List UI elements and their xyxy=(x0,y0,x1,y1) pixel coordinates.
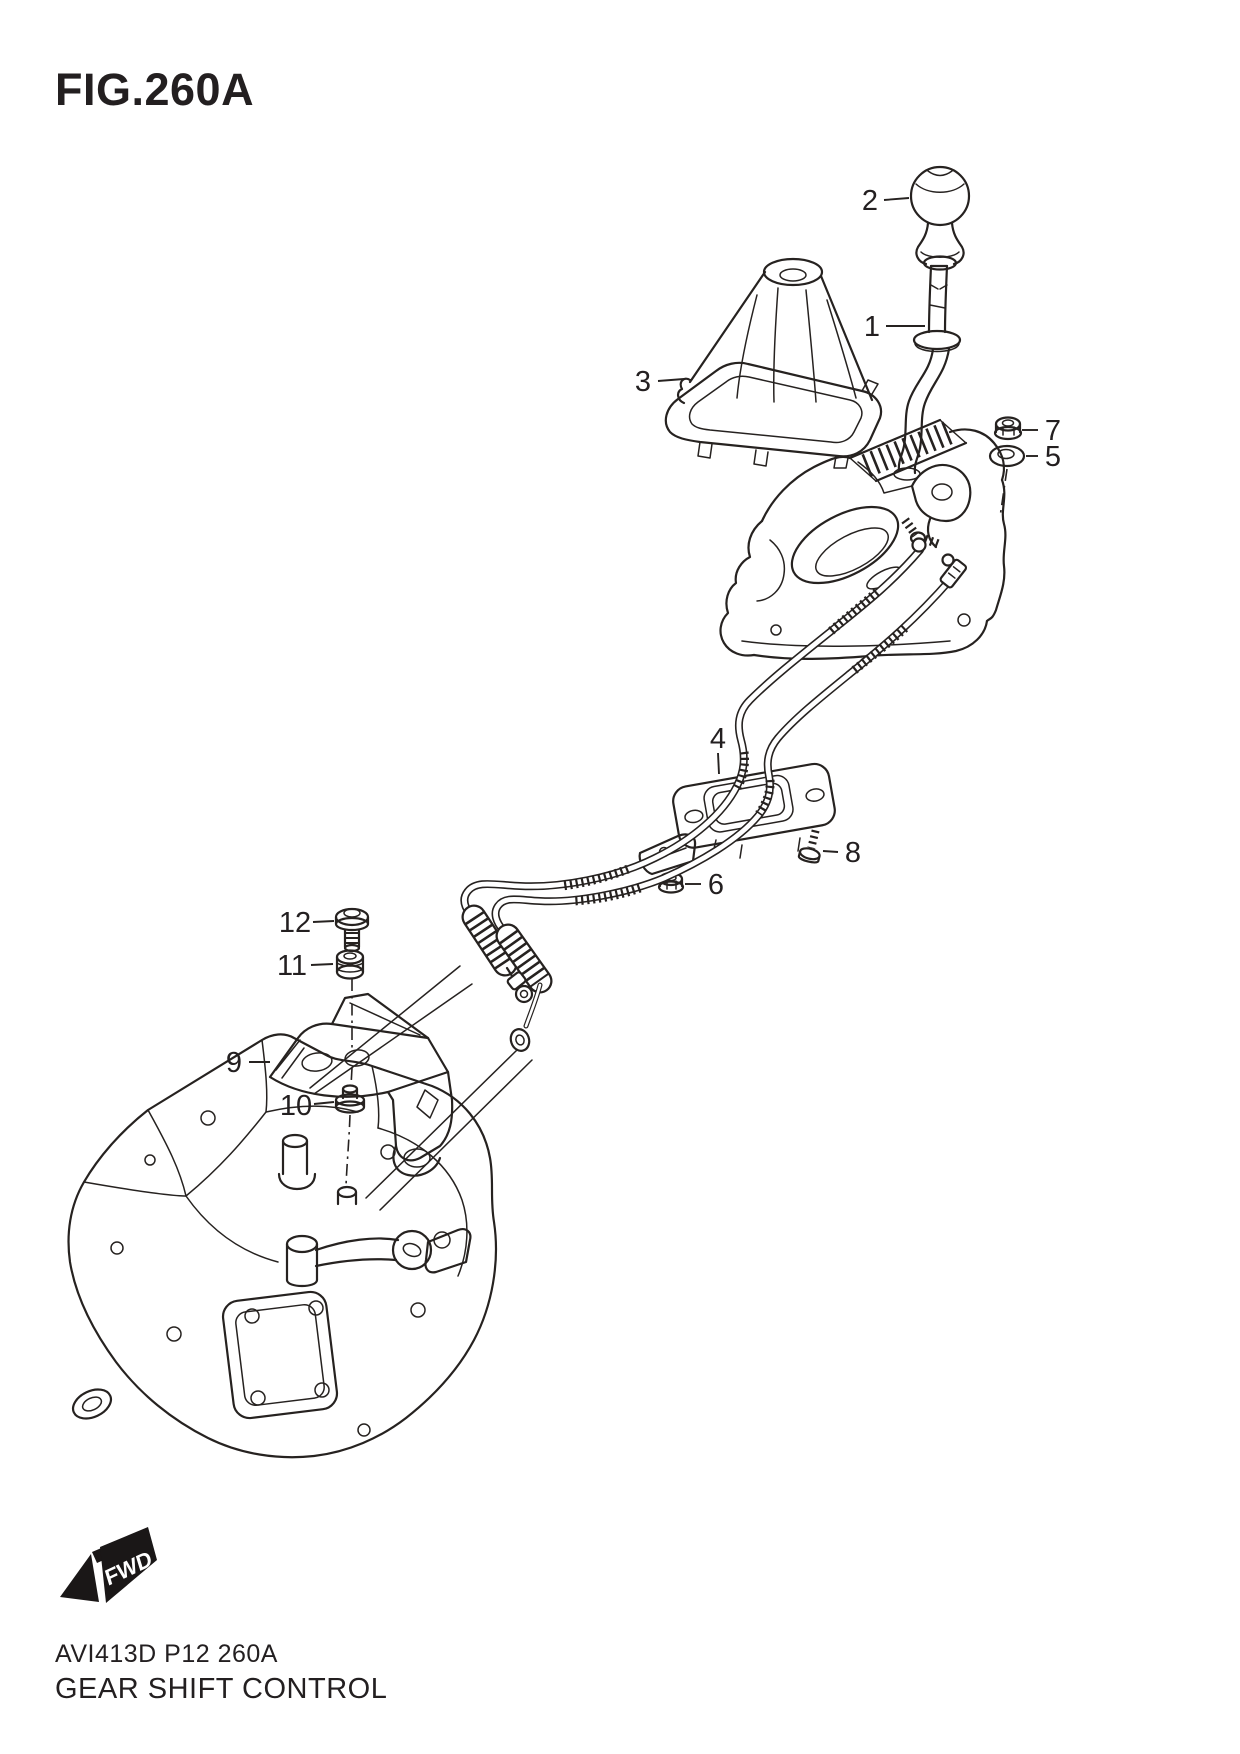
callout-9: 9 xyxy=(226,1047,270,1079)
cable-plate-drawing xyxy=(672,762,836,849)
callout-1: 1 xyxy=(864,311,925,343)
shift-lever-drawing xyxy=(893,264,962,481)
callout-8: 8 xyxy=(822,837,861,869)
callout-3: 3 xyxy=(635,366,685,398)
shift-boot-drawing xyxy=(664,257,883,469)
svg-text:6: 6 xyxy=(708,869,724,901)
washer-5-drawing xyxy=(988,444,1026,468)
svg-text:12: 12 xyxy=(279,907,311,939)
callout-6: 6 xyxy=(685,869,724,901)
callout-12: 12 xyxy=(279,907,335,939)
centerline-washer xyxy=(999,468,1008,518)
callout-11: 11 xyxy=(277,950,334,982)
reference-lines xyxy=(309,965,533,1211)
shifter-housing-drawing xyxy=(719,418,1007,660)
figure-caption: GEAR SHIFT CONTROL xyxy=(55,1672,388,1705)
fwd-arrow-body xyxy=(100,1527,157,1603)
bushing-11-drawing xyxy=(335,949,365,980)
shift-cables-drawing xyxy=(460,517,968,1052)
shift-knob-drawing xyxy=(909,165,971,271)
svg-text:9: 9 xyxy=(226,1047,242,1079)
figure-title: FIG.260A xyxy=(55,64,255,115)
transmission-drawing xyxy=(67,1033,498,1459)
svg-text:7: 7 xyxy=(1045,415,1061,447)
bracket-9-drawing xyxy=(268,992,454,1177)
svg-text:5: 5 xyxy=(1045,441,1061,473)
screw-8-drawing xyxy=(797,829,821,864)
callout-10: 10 xyxy=(280,1090,335,1122)
centerline-bracket-collar xyxy=(350,1067,353,1087)
svg-text:10: 10 xyxy=(280,1090,312,1122)
svg-text:4: 4 xyxy=(710,723,726,755)
svg-text:3: 3 xyxy=(635,366,651,398)
centerline-collar-case xyxy=(345,1114,351,1187)
fwd-arrow: FWD xyxy=(60,1527,157,1603)
figure-footer: AVI413D P12 260A GEAR SHIFT CONTROL xyxy=(55,1640,387,1706)
bolt-12-drawing xyxy=(334,907,370,953)
figure-code: AVI413D P12 260A xyxy=(55,1640,278,1668)
callout-4: 4 xyxy=(710,723,726,775)
collar-10-drawing xyxy=(334,1084,366,1114)
svg-text:11: 11 xyxy=(277,950,307,982)
callout-5: 5 xyxy=(1026,441,1061,473)
svg-text:8: 8 xyxy=(845,837,861,869)
callout-7: 7 xyxy=(1022,415,1061,447)
svg-text:2: 2 xyxy=(862,185,878,217)
callout-2: 2 xyxy=(862,185,910,217)
nut-7-drawing xyxy=(993,416,1023,441)
svg-text:1: 1 xyxy=(864,311,880,343)
fwd-arrowhead xyxy=(60,1554,99,1602)
